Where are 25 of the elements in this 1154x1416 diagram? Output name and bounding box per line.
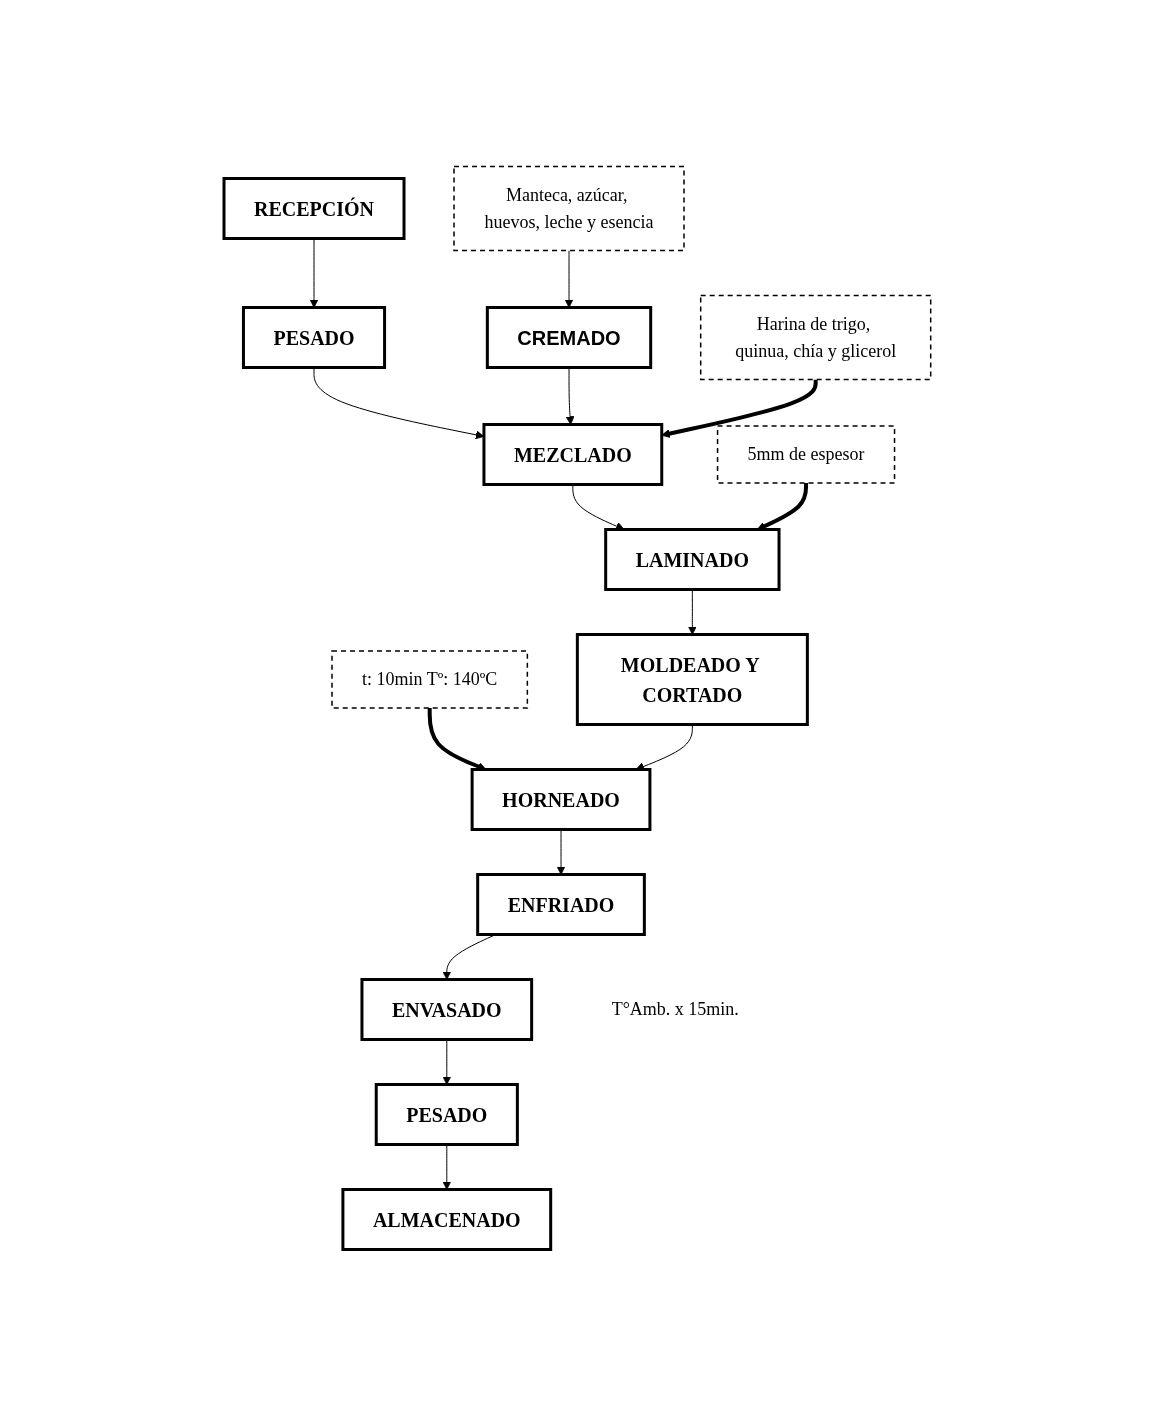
node-box: MEZCLADO [482, 423, 663, 486]
node-box: ENFRIADO [475, 873, 646, 936]
node-box: Harina de trigo, quinua, chía y glicerol [699, 294, 932, 381]
node-label: T°Amb. x 15min. [611, 999, 739, 1019]
node-box: RECEPCIÓN [222, 177, 406, 240]
arrow [687, 589, 697, 635]
node-box: ALMACENADO [341, 1188, 552, 1251]
arrow [313, 367, 484, 440]
arrow [565, 367, 575, 425]
node-box: MOLDEADO Y CORTADO [575, 633, 809, 726]
arrow [564, 250, 574, 308]
node-box: t: 10min Tº: 140ºC [330, 650, 528, 709]
node-box: CREMADO [485, 306, 652, 369]
node-box: 5mm de espesor [716, 425, 895, 484]
arrow [556, 829, 566, 875]
arrow [442, 1144, 451, 1190]
node-box: LAMINADO [603, 528, 781, 591]
arrow [309, 238, 319, 308]
arrow [442, 1039, 451, 1085]
node-box: Manteca, azúcar, huevos, leche y esencia [452, 165, 685, 252]
node-box: HORNEADO [470, 768, 652, 831]
node-box: PESADO [374, 1083, 519, 1146]
node-box: PESADO [241, 306, 386, 369]
arrow [661, 379, 818, 438]
node-box: ENVASADO [360, 978, 533, 1041]
